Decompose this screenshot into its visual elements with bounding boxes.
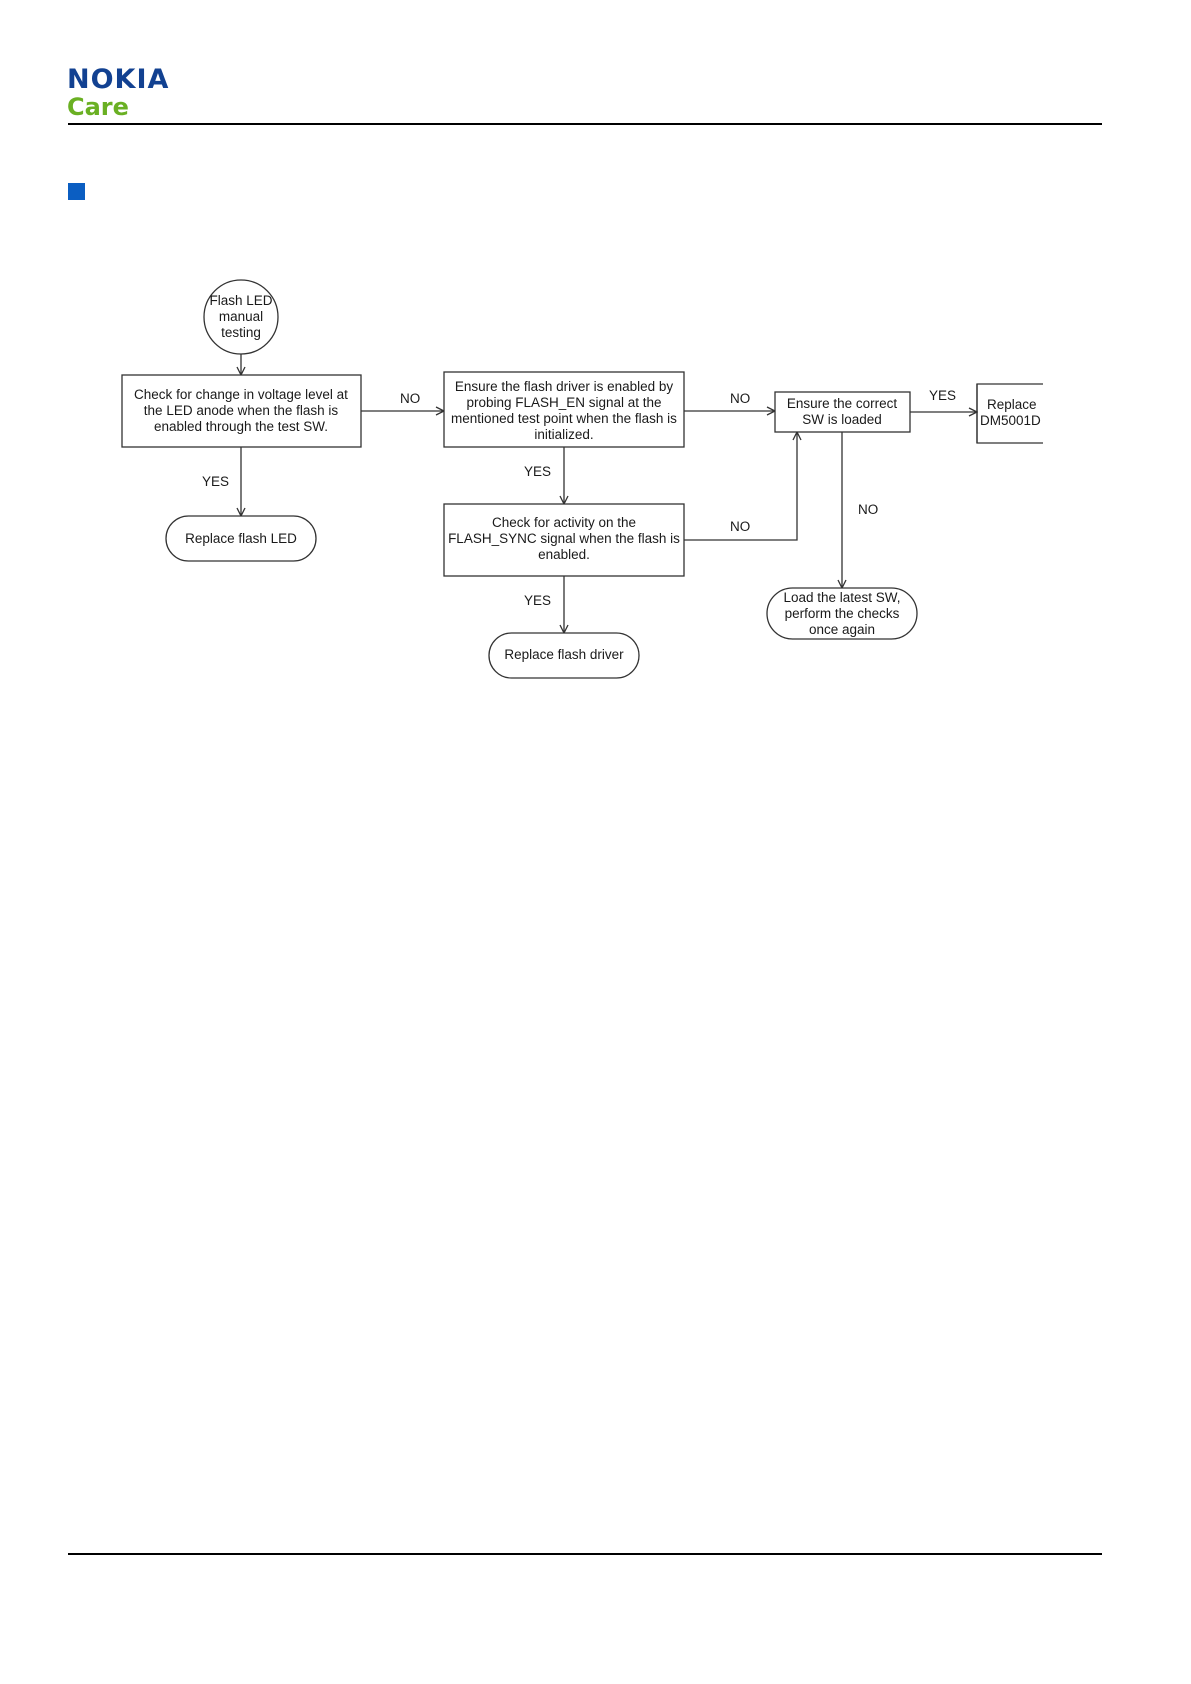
check-voltage-line-3: enabled through the test SW. <box>154 419 328 434</box>
check-voltage-line-2: the LED anode when the flash is <box>144 403 339 418</box>
check-sync-line-1: Check for activity on the <box>492 515 636 530</box>
start-node-line-2: manual <box>219 309 263 324</box>
replace-driver-text: Replace flash driver <box>504 647 624 662</box>
ensure-sw-line-1: Ensure the correct <box>787 396 898 411</box>
label-yes-4: YES <box>929 388 956 403</box>
label-no-3: NO <box>730 519 750 534</box>
label-no-1: NO <box>400 391 420 406</box>
replace-driver-terminal: Replace flash driver <box>488 632 640 679</box>
replace-dm-box: Replace DM5001D <box>976 383 1043 444</box>
replace-dm-line-2: DM5001D <box>980 413 1041 428</box>
arrow-check-sync-to-ensure-sw <box>684 432 797 541</box>
load-sw-line-3: once again <box>809 622 875 637</box>
check-sync-line-3: enabled. <box>538 547 590 562</box>
start-node-line-3: testing <box>221 325 261 340</box>
ensure-driver-line-1: Ensure the flash driver is enabled by <box>455 379 674 394</box>
check-sync-line-2: FLASH_SYNC signal when the flash is <box>448 531 680 546</box>
load-sw-line-1: Load the latest SW, <box>783 590 900 605</box>
section-marker <box>68 183 85 200</box>
ensure-driver-box: Ensure the flash driver is enabled by pr… <box>443 371 685 448</box>
footer-divider <box>68 1553 1102 1555</box>
start-node: Flash LED manual testing <box>203 279 279 355</box>
ensure-sw-line-2: SW is loaded <box>802 412 882 427</box>
label-no-2: NO <box>730 391 750 406</box>
nokia-care-logo: NOKIA Care <box>67 64 170 122</box>
header-divider <box>68 123 1102 125</box>
replace-dm-line-1: Replace <box>987 397 1037 412</box>
check-voltage-box: Check for change in voltage level at the… <box>121 374 362 448</box>
logo-care-text: Care <box>67 93 129 121</box>
label-no-4: NO <box>858 502 878 517</box>
label-yes-1: YES <box>202 474 229 489</box>
check-voltage-line-1: Check for change in voltage level at <box>134 387 348 402</box>
check-sync-box: Check for activity on the FLASH_SYNC sig… <box>443 503 685 577</box>
replace-led-terminal: Replace flash LED <box>165 515 317 562</box>
load-sw-line-2: perform the checks <box>785 606 900 621</box>
ensure-driver-line-2: probing FLASH_EN signal at the <box>466 395 661 410</box>
ensure-sw-box: Ensure the correct SW is loaded <box>774 391 911 433</box>
load-sw-terminal: Load the latest SW, perform the checks o… <box>766 587 918 640</box>
start-node-line-1: Flash LED <box>209 293 272 308</box>
label-yes-3: YES <box>524 593 551 608</box>
replace-led-text: Replace flash LED <box>185 531 297 546</box>
ensure-driver-line-3: mentioned test point when the flash is <box>451 411 677 426</box>
ensure-driver-line-4: initialized. <box>534 427 593 442</box>
logo-nokia-text: NOKIA <box>67 64 170 95</box>
label-yes-2: YES <box>524 464 551 479</box>
